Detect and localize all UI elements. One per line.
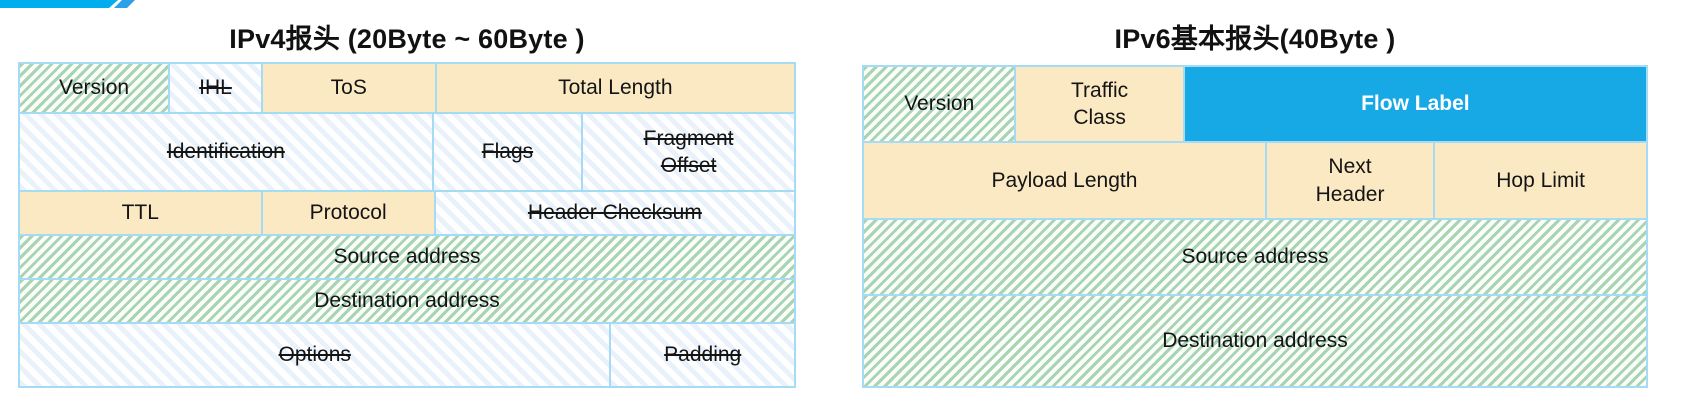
ipv6-panel-title: IPv6基本报头(40Byte ) bbox=[1114, 24, 1396, 54]
ipv6-traffic-class-cell: Traffic Class bbox=[1016, 67, 1183, 141]
ipv6-version-cell: Version bbox=[864, 67, 1015, 141]
ipv6-version-label: Version bbox=[904, 92, 975, 116]
ipv6-row-3: Source address bbox=[864, 220, 1646, 294]
ipv4-fragment-offset-cell: Fragment Offset bbox=[583, 114, 794, 190]
ipv4-row-3: TTL Protocol Header Checksum bbox=[20, 192, 794, 234]
ipv6-row-4: Destination address bbox=[864, 296, 1646, 386]
ipv6-next-header-cell: Next Header bbox=[1266, 143, 1434, 218]
ipv6-destination-address-label: Destination address bbox=[1162, 329, 1348, 353]
ipv4-panel-title: IPv4报头 (20Byte ~ 60Byte ) bbox=[229, 24, 585, 54]
ipv4-row-6: Options Padding bbox=[20, 324, 794, 386]
ipv4-ihl-label: IHL bbox=[199, 76, 232, 100]
ipv6-flow-label-cell: Flow Label bbox=[1184, 67, 1646, 141]
ipv4-fragment-offset-label: Fragment Offset bbox=[643, 126, 734, 177]
ipv6-hop-limit-cell: Hop Limit bbox=[1435, 143, 1646, 218]
ipv4-row-5: Destination address bbox=[20, 280, 794, 322]
ipv4-total-length-cell: Total Length bbox=[436, 64, 794, 112]
ipv4-identification-cell: Identification bbox=[20, 114, 432, 190]
accent-bar-icon bbox=[0, 0, 118, 8]
ipv6-row-1: Version Traffic Class Flow Label bbox=[864, 67, 1646, 141]
ipv4-tos-cell: ToS bbox=[262, 64, 435, 112]
accent-slash-icon bbox=[114, 0, 135, 8]
ipv4-padding-cell: Padding bbox=[611, 324, 794, 386]
ipv6-next-header-label: Next Header bbox=[1315, 155, 1385, 206]
ipv4-source-address-label: Source address bbox=[333, 245, 481, 269]
ipv4-row-4: Source address bbox=[20, 236, 794, 278]
ipv6-destination-address-cell: Destination address bbox=[864, 296, 1646, 386]
ipv4-tos-label: ToS bbox=[330, 76, 367, 100]
ipv4-protocol-label: Protocol bbox=[309, 201, 387, 225]
ipv4-version-label: Version bbox=[59, 76, 130, 100]
ipv6-payload-length-label: Payload Length bbox=[991, 168, 1138, 192]
ipv4-options-label: Options bbox=[278, 343, 351, 367]
ipv6-header-table: Version Traffic Class Flow Label Payload… bbox=[862, 65, 1648, 388]
ipv6-row-2: Payload Length Next Header Hop Limit bbox=[864, 143, 1646, 218]
ipv6-payload-length-cell: Payload Length bbox=[864, 143, 1265, 218]
ipv4-padding-label: Padding bbox=[664, 343, 742, 367]
ipv4-ihl-cell: IHL bbox=[170, 64, 261, 112]
ipv4-row-2: Identification Flags Fragment Offset bbox=[20, 114, 794, 190]
ipv6-source-address-cell: Source address bbox=[864, 220, 1646, 294]
ipv4-flags-label: Flags bbox=[481, 140, 534, 164]
ipv4-total-length-label: Total Length bbox=[558, 76, 673, 100]
slide-accent bbox=[0, 0, 140, 9]
ipv4-row-1: Version IHL ToS Total Length bbox=[20, 64, 794, 112]
ipv4-version-cell: Version bbox=[20, 64, 169, 112]
ipv4-flags-cell: Flags bbox=[433, 114, 582, 190]
ipv6-flow-label-label: Flow Label bbox=[1361, 92, 1470, 116]
ipv6-traffic-class-label: Traffic Class bbox=[1071, 78, 1129, 129]
ipv4-source-address-cell: Source address bbox=[20, 236, 794, 278]
ipv4-protocol-cell: Protocol bbox=[262, 192, 434, 234]
ipv4-destination-address-cell: Destination address bbox=[20, 280, 794, 322]
ipv6-source-address-label: Source address bbox=[1181, 245, 1329, 269]
ipv4-header-checksum-cell: Header Checksum bbox=[435, 192, 794, 234]
ipv4-options-cell: Options bbox=[20, 324, 610, 386]
ipv6-hop-limit-label: Hop Limit bbox=[1496, 168, 1585, 192]
ipv4-identification-label: Identification bbox=[166, 140, 285, 164]
ipv4-header-table: Version IHL ToS Total Length Identificat… bbox=[18, 62, 796, 388]
ipv4-ttl-label: TTL bbox=[121, 201, 159, 225]
ipv4-header-checksum-label: Header Checksum bbox=[527, 201, 702, 225]
ipv4-ttl-cell: TTL bbox=[20, 192, 261, 234]
ipv4-destination-address-label: Destination address bbox=[314, 289, 500, 313]
